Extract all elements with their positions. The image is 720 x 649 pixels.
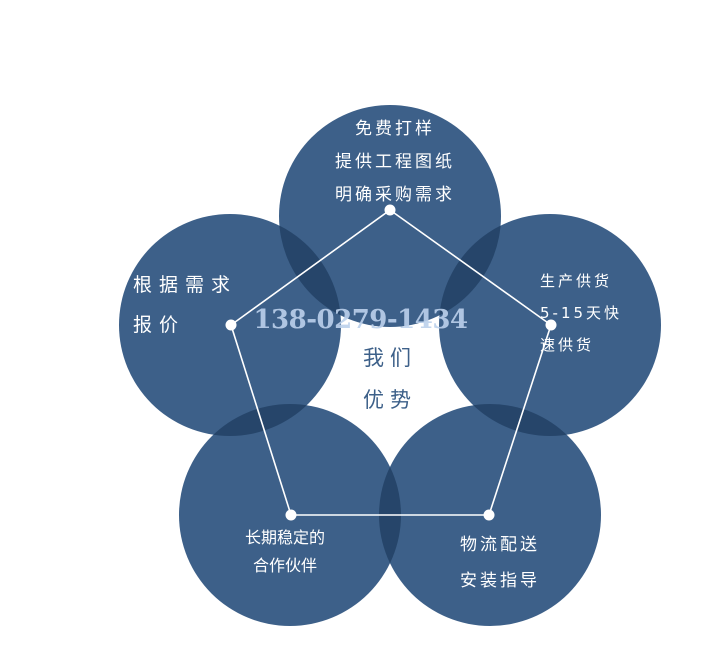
node-left-line-2: 报价 [133, 314, 186, 336]
node-right-line-1: 生产供货 [540, 272, 613, 290]
node-dot-left [225, 319, 237, 331]
node-right-line-3: 速供货 [540, 336, 595, 354]
center-line-1: 我们 [363, 346, 417, 370]
center-label: 我们 优势 [330, 337, 450, 421]
node-label-right: 生产供货 5-15天快 速供货 [540, 265, 660, 361]
node-label-left: 根据需求 报价 [133, 265, 263, 345]
node-dot-bottom-left [285, 509, 297, 521]
phone-watermark: 138-0279-1434 [253, 305, 468, 335]
node-bottom-left-line-1: 长期稳定的 [244, 528, 325, 547]
node-dot-bottom-right [483, 509, 495, 521]
node-top-line-1: 免费打样 [355, 119, 435, 139]
node-label-top: 免费打样 提供工程图纸 明确采购需求 [300, 113, 490, 212]
center-line-2: 优势 [363, 388, 417, 412]
node-left-line-1: 根据需求 [133, 274, 238, 296]
node-bottom-right-line-1: 物流配送 [460, 535, 540, 555]
node-label-bottom-left: 长期稳定的 合作伙伴 [210, 524, 360, 580]
node-dot-right [545, 319, 557, 331]
node-bottom-left-line-2: 合作伙伴 [252, 556, 317, 575]
circle-top [279, 105, 501, 327]
node-top-line-2: 提供工程图纸 [335, 152, 455, 172]
node-dot-top [384, 204, 396, 216]
node-bottom-right-line-2: 安装指导 [460, 571, 540, 591]
node-top-line-3: 明确采购需求 [335, 185, 455, 205]
pentagon-outline [230, 209, 552, 516]
node-right-line-2: 5-15天快 [540, 304, 623, 322]
node-label-bottom-right: 物流配送 安装指导 [420, 527, 580, 599]
